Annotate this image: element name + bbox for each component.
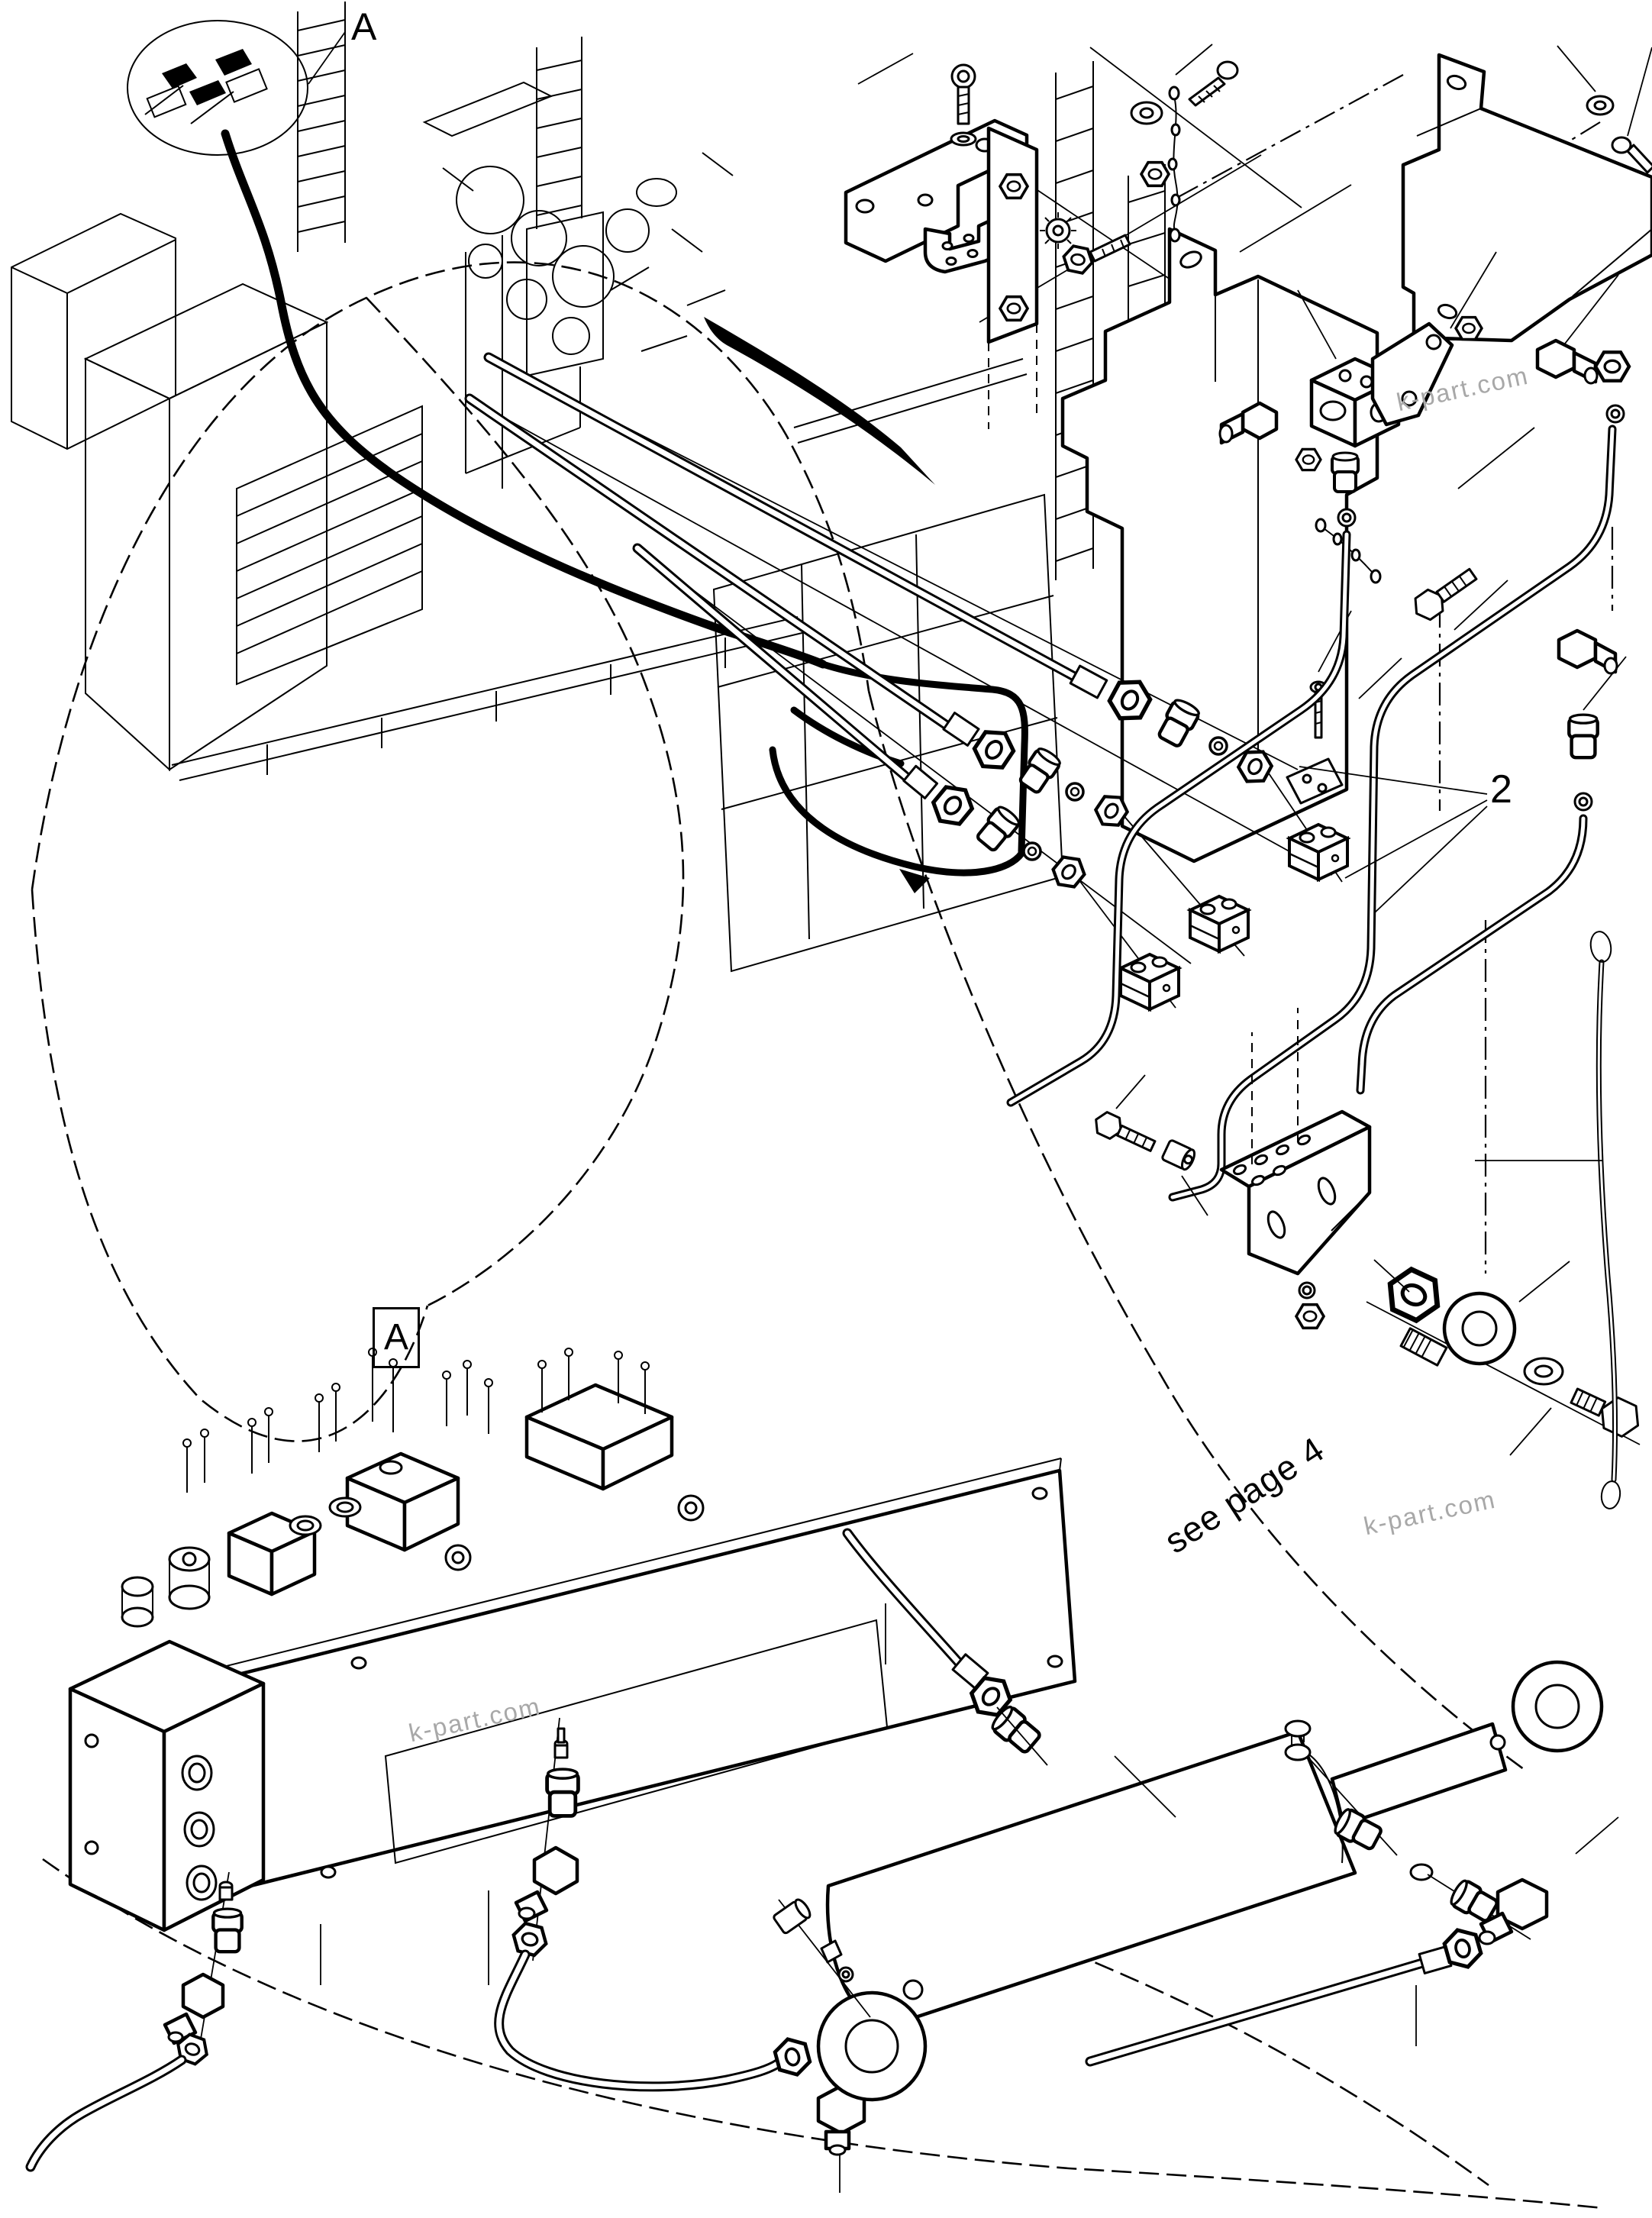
detail-arrow bbox=[704, 317, 935, 485]
elbow-fitting bbox=[1218, 401, 1279, 445]
item-callout-2: 2 bbox=[1490, 767, 1512, 812]
piping-assembly bbox=[464, 251, 1641, 1509]
grouping-dashed-curves bbox=[31, 261, 1614, 2210]
bracket-assembly bbox=[844, 44, 1652, 864]
detail-box-callout-a: A bbox=[373, 1307, 420, 1368]
elbow-fitting bbox=[1535, 338, 1599, 385]
valve-block bbox=[25, 1348, 1077, 2193]
elbow-fitting bbox=[1557, 628, 1618, 675]
hydraulic-cylinder bbox=[773, 1528, 1619, 2102]
detail-box-letter: A bbox=[383, 1317, 408, 1358]
view-callout-a: A bbox=[351, 5, 377, 48]
elbow-fitting bbox=[1478, 1877, 1549, 1945]
